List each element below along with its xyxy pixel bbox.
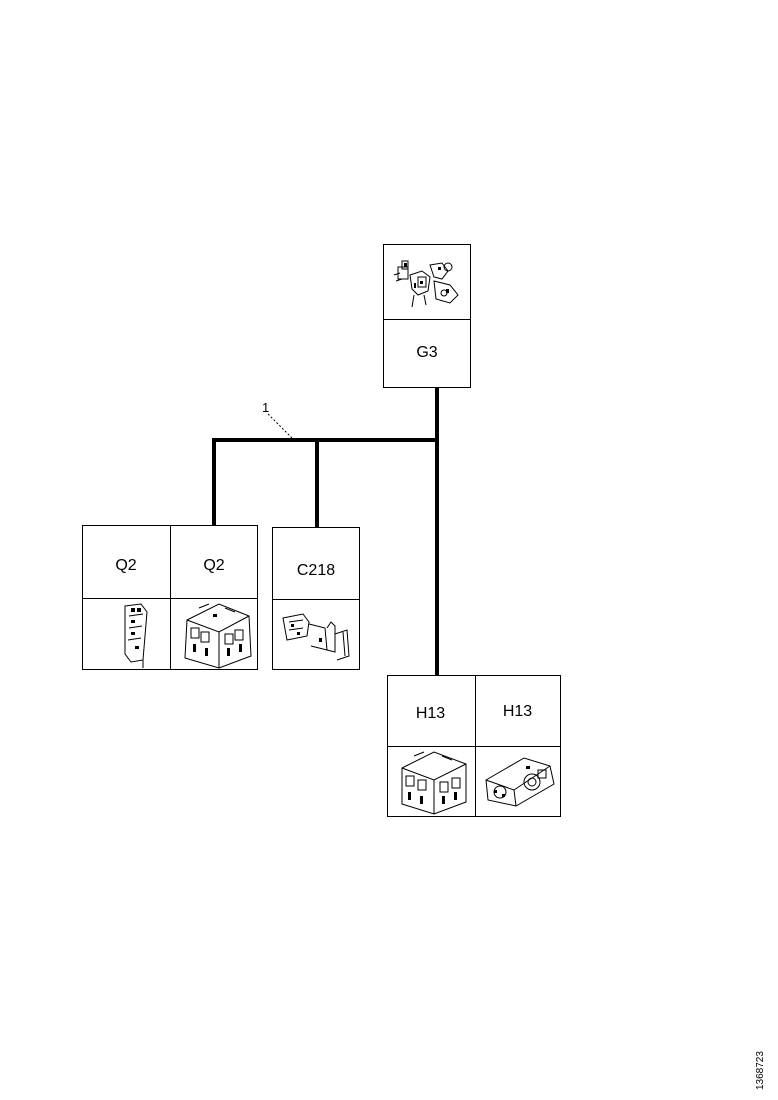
connector-g3-divider: [384, 319, 470, 320]
cylindrical-connector-icon: [480, 750, 558, 812]
component-assembly-icon: [390, 251, 464, 313]
branch-wire-c218: [315, 438, 319, 528]
slim-connector-icon: [115, 602, 155, 668]
connector-q2-box[interactable]: Q2 Q2: [82, 525, 258, 670]
connector-q2-split: [170, 526, 171, 669]
horizontal-bus-wire: [212, 438, 438, 442]
connector-q2-right-label: Q2: [203, 557, 225, 574]
multi-pin-connector-icon: [396, 748, 472, 816]
connector-h13-right-label: H13: [502, 703, 533, 720]
harness-callout-leader: [267, 413, 293, 439]
connector-g3-label: G3: [416, 344, 438, 361]
document-id: 1368723: [755, 1051, 766, 1090]
trunk-wire-g3-to-h13: [435, 388, 439, 678]
terminal-strip-icon: [279, 606, 355, 666]
connector-c218-box[interactable]: C218: [272, 527, 360, 670]
connector-c218-label: C218: [296, 562, 336, 579]
multi-pin-connector-icon: [179, 600, 255, 670]
connector-h13-divider: [388, 746, 560, 747]
connector-g3-box[interactable]: G3: [383, 244, 471, 388]
connector-h13-box[interactable]: H13 H13: [387, 675, 561, 817]
connector-q2-left-label: Q2: [115, 557, 137, 574]
branch-wire-q2: [212, 438, 216, 526]
connector-q2-divider: [83, 598, 257, 599]
connector-c218-divider: [273, 599, 359, 600]
connector-h13-left-label: H13: [415, 705, 446, 722]
harness-callout-number: 1: [262, 400, 270, 415]
